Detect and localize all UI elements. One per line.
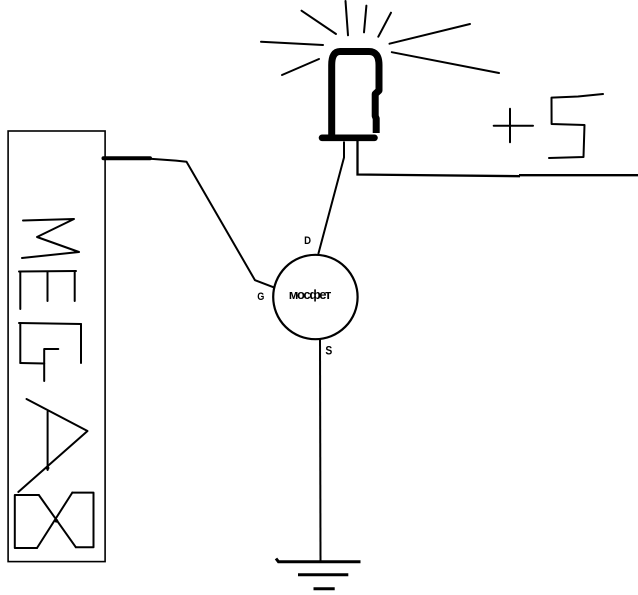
svg-text:S: S	[325, 344, 332, 358]
svg-text:мосфет: мосфет	[289, 287, 331, 302]
svg-text:G: G	[257, 291, 264, 303]
svg-text:D: D	[304, 235, 311, 247]
